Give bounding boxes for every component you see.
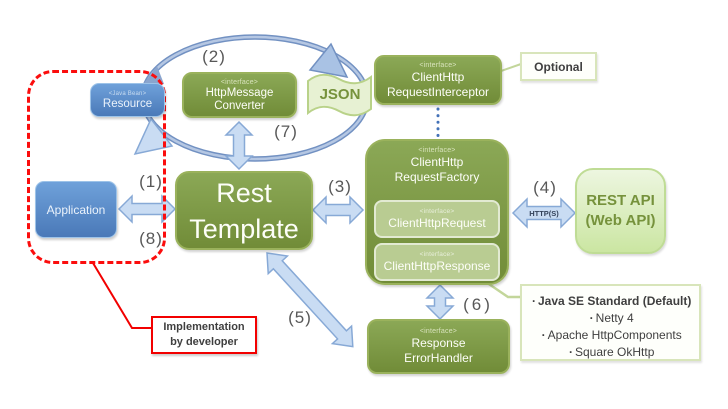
application-box: Application [35,181,117,238]
response-stereotype: <interface> [419,251,455,258]
arrow-response-errorhandler [425,283,455,321]
arrowhead-to-resource-icon [133,117,174,156]
response-error-handler-box: <interface> Response ErrorHandler [367,319,510,374]
response-label: ClientHttpResponse [383,259,491,273]
client-http-response-box: <interface> ClientHttpResponse [374,243,500,281]
resource-stereotype: <Java Bean> [108,90,147,97]
converter-stereotype: <interface> [220,78,259,86]
arrowhead-to-json-icon [308,42,349,79]
client-list: Java SE Standard (Default)Netty 4Apache … [520,284,701,361]
optional-callout: Optional [520,52,597,81]
application-label: Application [46,202,106,217]
factory-label-line1: ClientHttp [410,155,464,169]
implementation-label-line1: Implementation [163,321,245,333]
rest-template-box: Rest Template [175,171,313,250]
step-6-label: (6) [463,295,493,314]
request-label: ClientHttpRequest [388,216,486,230]
step-3-label: (3) [328,177,352,196]
client-http-request-box: <interface> ClientHttpRequest [374,200,500,238]
connector-list-line [482,278,520,299]
arrow-resttemplate-factory [311,195,365,225]
arrow-resttemplate-errorhandler [266,252,354,348]
list-item: Apache HttpComponents [532,327,691,344]
list-item: Java SE Standard (Default) [532,293,691,310]
factory-label-line2: RequestFactory [394,170,480,184]
arrow-converter-resttemplate [224,120,254,171]
rest-api-box: REST API (Web API) [575,168,666,254]
rest-api-label-line1: REST API [586,192,655,209]
json-banner-icon [307,73,372,117]
request-stereotype: <interface> [419,208,455,215]
rest-template-label-line1: Rest [216,177,272,208]
step-1-label: (1) [139,172,163,191]
client-list-items: Java SE Standard (Default)Netty 4Apache … [532,293,691,361]
converter-label-line2: Converter [214,99,265,112]
json-label: JSON [319,86,361,103]
interceptor-label-line2: RequestInterceptor [386,84,490,99]
factory-stereotype: <interface> [418,147,456,154]
resource-label: Resource [102,97,153,110]
step-4-label: (4) [533,178,557,197]
error-handler-label-line1: Response [411,336,466,350]
rest-template-label-line2: Template [189,213,299,244]
step-5-label: (5) [288,308,312,327]
list-item: Square OkHttp [532,344,691,361]
interceptor-stereotype: <interface> [419,61,457,69]
http-protocol-label: HTTP(S) [529,209,559,218]
rest-api-label-line2: (Web API) [585,212,656,229]
converter-label-line1: HttpMessage [205,86,274,99]
interceptor-label-line1: ClientHttp [411,69,465,84]
resource-box: <Java Bean> Resource [90,83,165,117]
developer-scope-dashed-outline [27,70,166,264]
implementation-label-line2: by developer [170,336,238,348]
list-item: Netty 4 [532,310,691,327]
error-handler-stereotype: <interface> [419,328,458,335]
red-callout-line [92,262,151,329]
http-message-converter-box: <interface> HttpMessage Converter [182,72,297,118]
step-2-label: (2) [202,47,226,66]
error-handler-label-line2: ErrorHandler [404,351,473,365]
step-7-label: (7) [274,122,298,141]
client-http-request-interceptor-box: <interface> ClientHttp RequestIntercepto… [374,55,502,105]
step-8-label: (8) [139,229,163,248]
implementation-callout: Implementation by developer [151,316,257,354]
optional-label: Optional [534,59,583,74]
